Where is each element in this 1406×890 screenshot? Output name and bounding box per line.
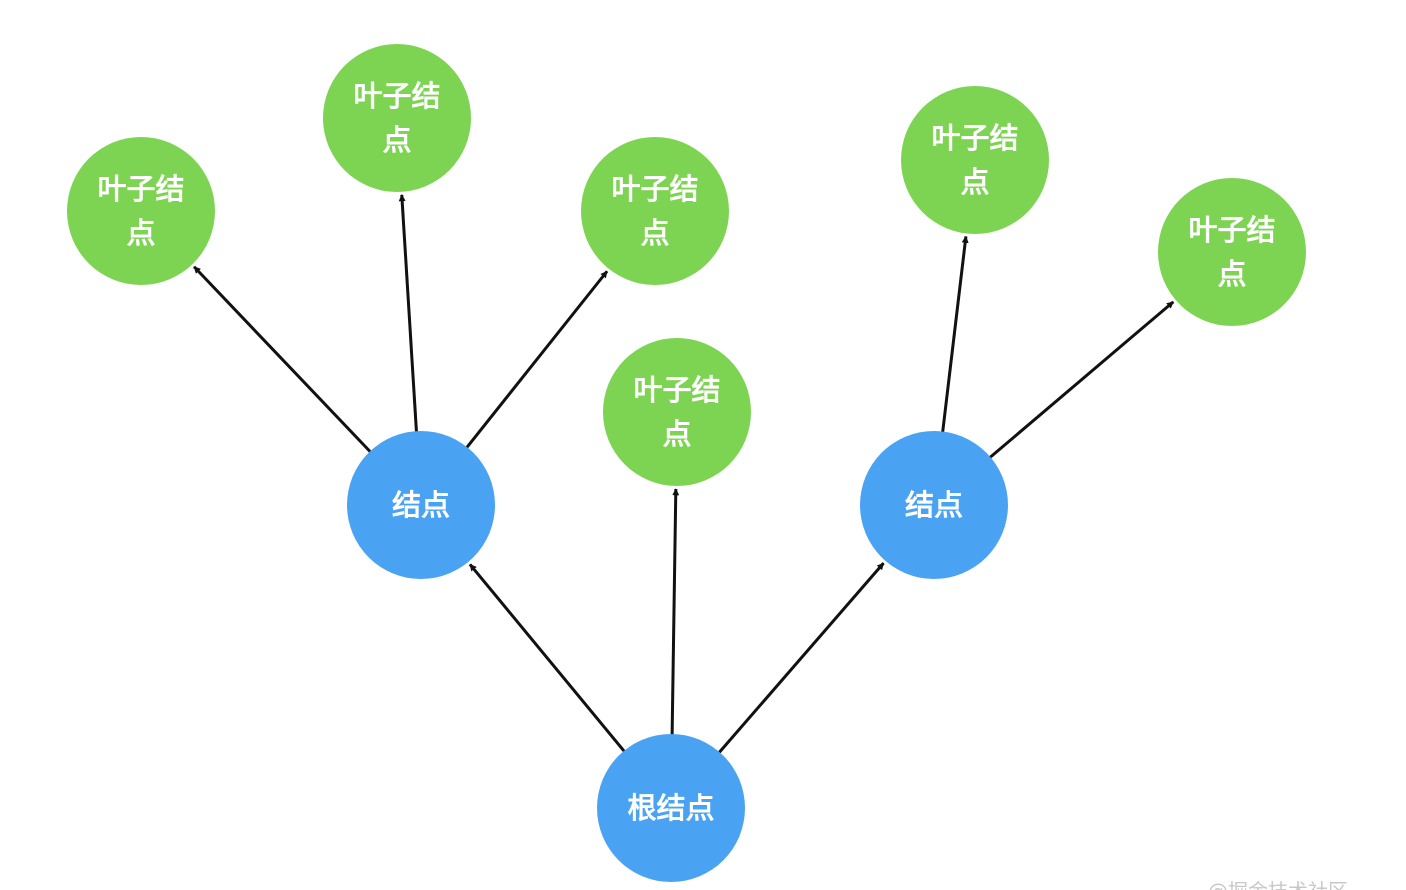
node-label: 叶子结点 xyxy=(931,121,1018,199)
node-label: 叶子结点 xyxy=(633,373,720,451)
leaf-node-circle xyxy=(603,338,751,486)
internal-node-circle xyxy=(347,431,495,579)
node-leaf-left-right: 叶子结点 xyxy=(581,137,729,285)
leaf-node-circle xyxy=(1158,178,1306,326)
node-leaf-center: 叶子结点 xyxy=(603,338,751,486)
node-label: 结点 xyxy=(392,488,450,522)
edge-mid-left-to-leaf-top-left xyxy=(398,194,419,434)
watermark: @掘金技术社区 xyxy=(1208,879,1348,890)
node-leaf-top-right: 叶子结点 xyxy=(901,86,1049,234)
internal-node-circle xyxy=(597,734,745,882)
node-label: 叶子结点 xyxy=(353,79,440,157)
edge-root-to-mid-right xyxy=(717,562,885,755)
edge-mid-right-to-leaf-top-right xyxy=(941,235,969,434)
node-label: 叶子结点 xyxy=(97,172,184,250)
node-mid-left: 结点 xyxy=(347,431,495,579)
edge-mid-left-to-leaf-far-left xyxy=(193,265,373,454)
edge-mid-right-to-leaf-far-right xyxy=(987,300,1175,460)
leaf-node-circle xyxy=(581,137,729,285)
edges-layer xyxy=(193,194,1175,755)
internal-node-circle xyxy=(860,431,1008,579)
node-label: 根结点 xyxy=(627,791,714,825)
edge-root-to-mid-left xyxy=(468,563,627,754)
node-root: 根结点 xyxy=(597,734,745,882)
leaf-node-circle xyxy=(901,86,1049,234)
node-leaf-far-left: 叶子结点 xyxy=(67,137,215,285)
node-mid-right: 结点 xyxy=(860,431,1008,579)
node-label: 结点 xyxy=(905,488,963,522)
leaf-node-circle xyxy=(67,137,215,285)
leaf-node-circle xyxy=(323,44,471,192)
node-label: 叶子结点 xyxy=(611,172,698,250)
nodes-layer: 根结点结点结点叶子结点叶子结点叶子结点叶子结点叶子结点叶子结点 xyxy=(67,44,1306,882)
node-leaf-far-right: 叶子结点 xyxy=(1158,178,1306,326)
node-leaf-top-left: 叶子结点 xyxy=(323,44,471,192)
edge-root-to-leaf-center xyxy=(670,488,680,737)
node-label: 叶子结点 xyxy=(1188,213,1275,291)
edge-mid-left-to-leaf-left-right xyxy=(464,270,609,450)
